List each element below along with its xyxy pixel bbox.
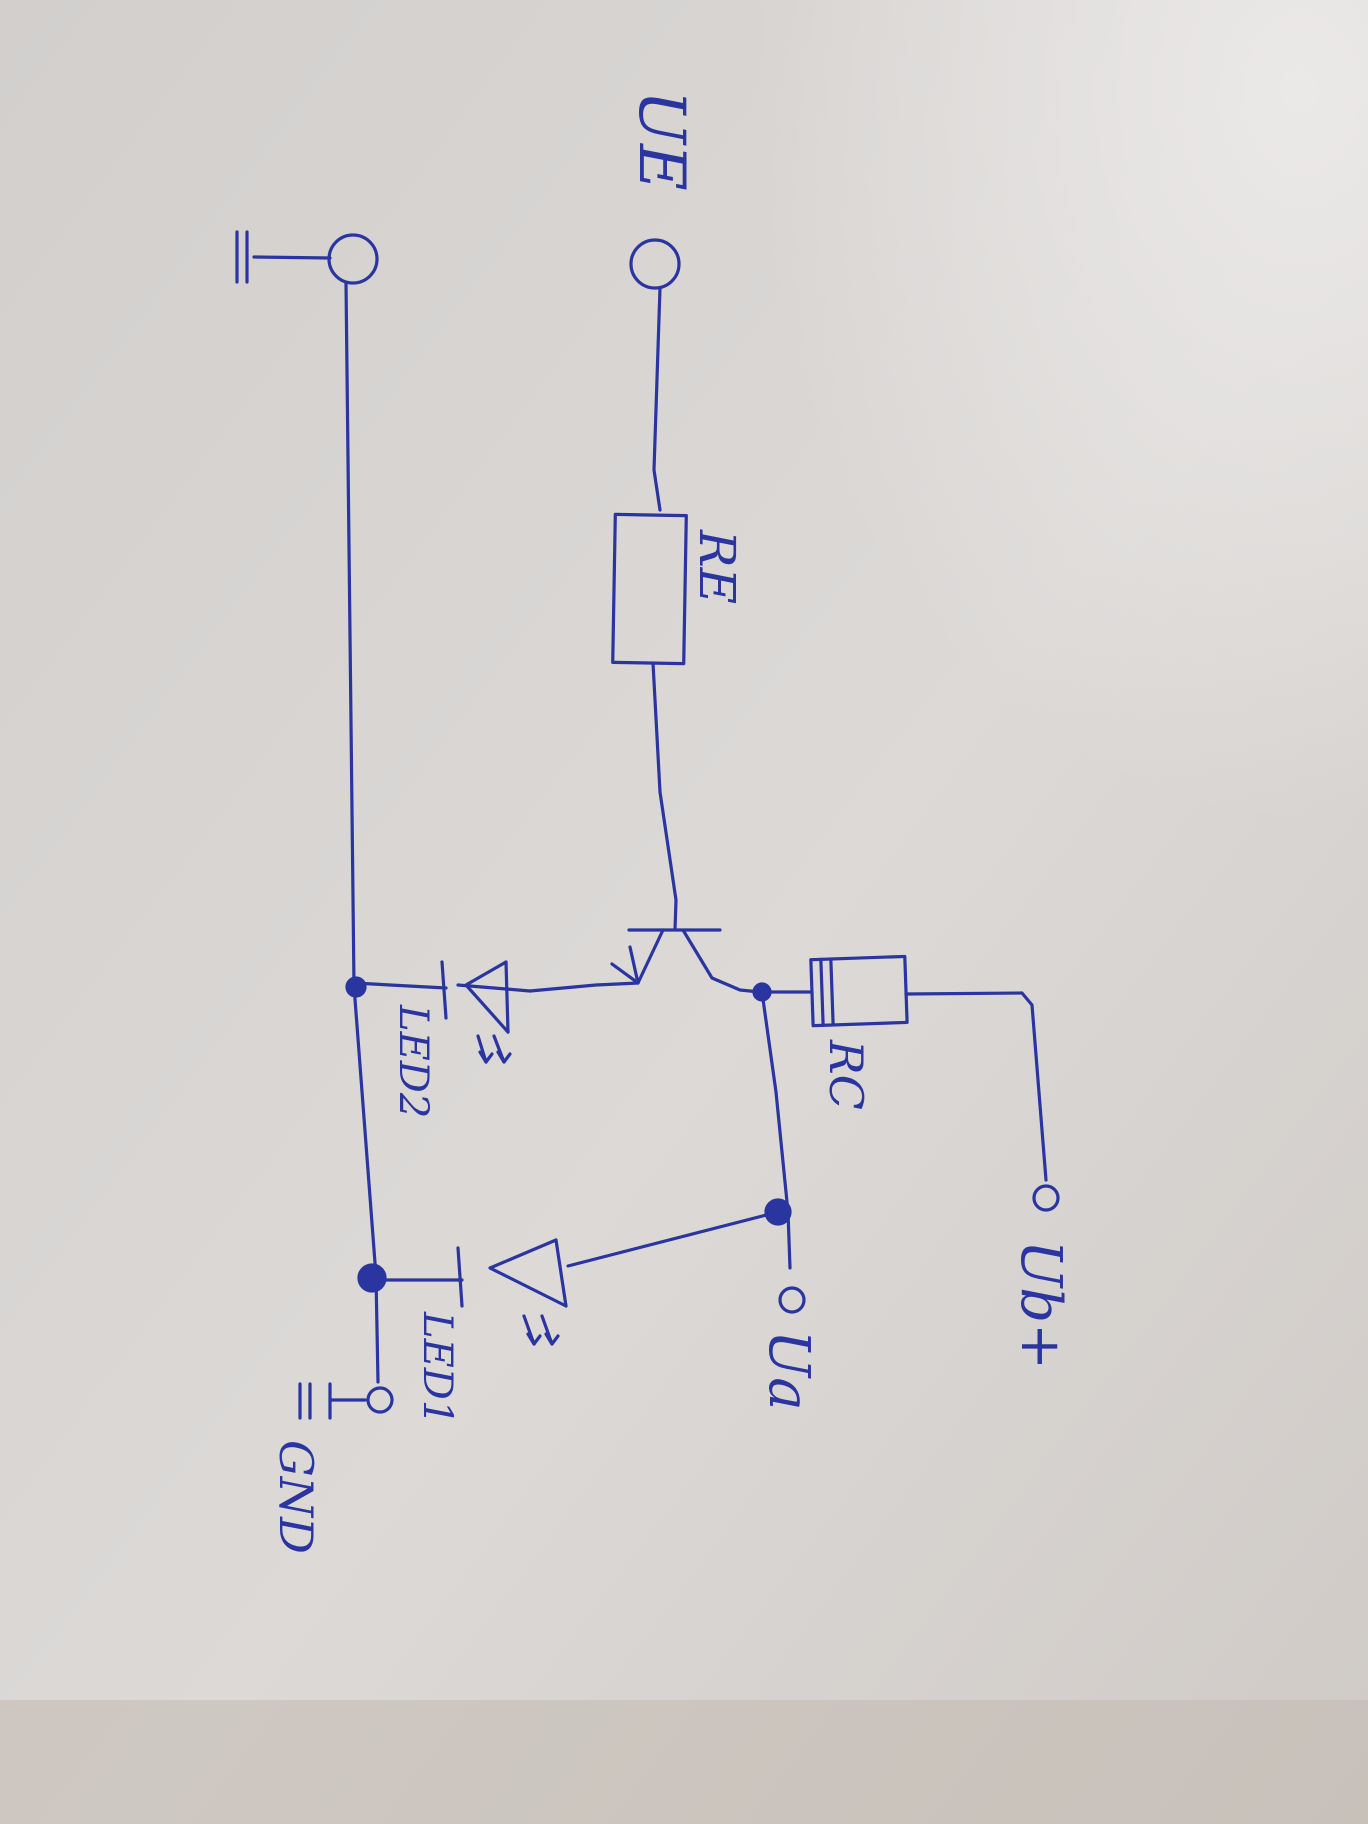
base-wire [651, 661, 678, 932]
ground-symbol-left [235, 230, 332, 284]
collector-resistor [809, 954, 909, 1028]
transistor [528, 928, 762, 994]
label-input-voltage: UE [624, 90, 698, 191]
ground-junction-lower [357, 1263, 387, 1293]
label-ground: GND [269, 1440, 323, 1554]
circuit-drawing [235, 230, 1060, 1420]
ground-rail [344, 281, 380, 1384]
label-collector-resistor: RC [819, 1039, 873, 1110]
label-base-resistor: RE [688, 529, 746, 604]
output-terminal [778, 1286, 806, 1314]
supply-wire [904, 991, 1048, 1182]
input-wire [652, 286, 662, 512]
input-terminal [629, 238, 681, 290]
label-led1: LED1 [414, 1311, 460, 1425]
label-output-voltage: Ua [756, 1330, 821, 1411]
labels: UE RE RC Ub+ Ua LED2 LED1 GND [269, 90, 1073, 1554]
gnd-terminal [366, 1386, 394, 1414]
output-wire [760, 990, 792, 1270]
supply-terminal [1032, 1184, 1060, 1212]
gnd-symbol [298, 1382, 367, 1420]
led2-symbol [352, 960, 532, 1064]
label-supply-voltage: Ub+ [1008, 1240, 1073, 1370]
label-led2: LED2 [390, 1004, 436, 1118]
ground-terminal-left [327, 233, 379, 285]
base-resistor [611, 512, 688, 666]
paper-shadow-edge [0, 1700, 1368, 1824]
led1-symbol [370, 1210, 780, 1346]
ground-junction-upper [345, 976, 367, 998]
